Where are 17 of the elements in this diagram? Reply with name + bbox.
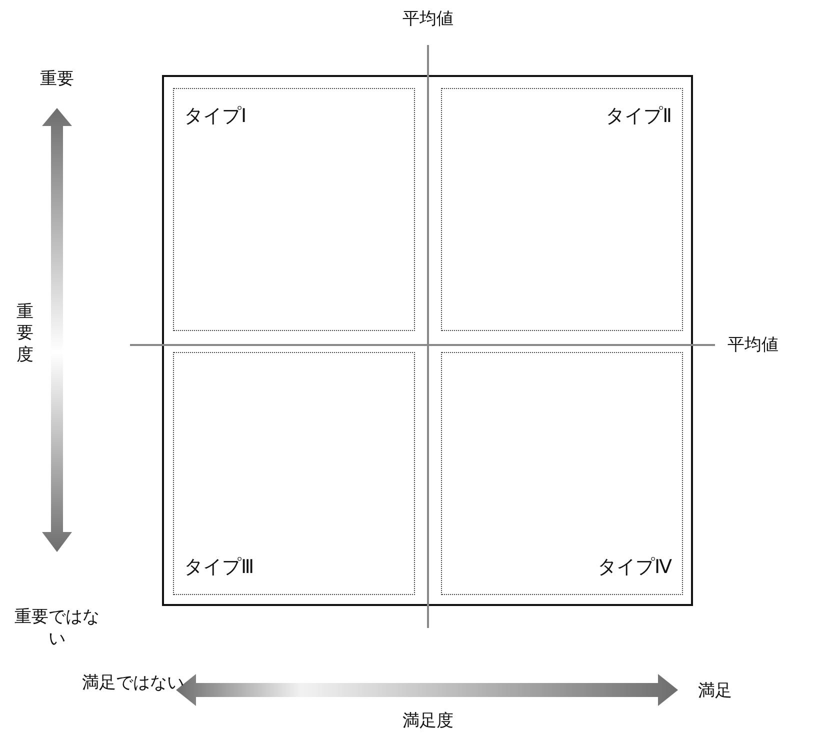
quadrant-box — [441, 352, 683, 595]
quadrant-label: タイプⅢ — [184, 555, 254, 580]
axis-title: 満足度 — [402, 710, 454, 732]
axis-label: 満足 — [697, 680, 733, 702]
axis-label: 平均値 — [726, 334, 780, 356]
matrix-frame — [162, 75, 693, 606]
axis-label: 重要 — [39, 68, 75, 90]
quadrant-box — [173, 352, 415, 595]
axis-label: 平均値 — [402, 8, 454, 30]
quadrant-label: タイプⅠ — [184, 104, 247, 129]
quadrant-label: タイプⅡ — [606, 104, 672, 129]
axis-label: 重要ではない — [14, 606, 100, 650]
axis-label: 満足ではない — [81, 672, 185, 694]
quadrant-box — [441, 88, 683, 331]
quadrant-box — [173, 88, 415, 331]
quadrant-label: タイプⅣ — [597, 555, 672, 580]
axis-title: 重要度 — [16, 302, 34, 366]
